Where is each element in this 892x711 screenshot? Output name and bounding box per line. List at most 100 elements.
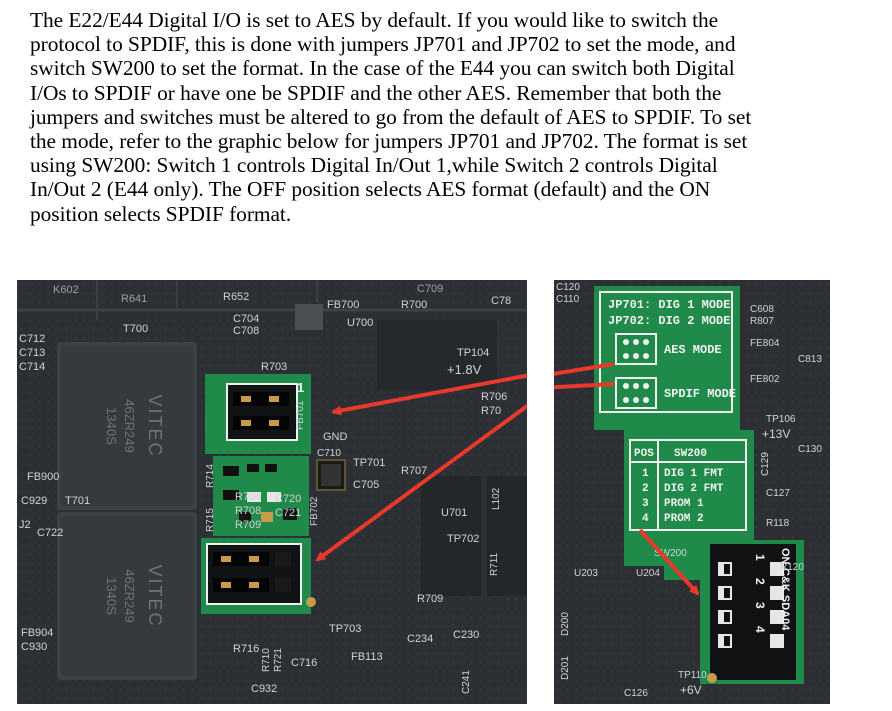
sw200-header-title: SW200: [674, 448, 707, 460]
ref-c709: C709: [417, 283, 443, 295]
jumper-jp701-module: [205, 374, 311, 454]
svg-text:4: 4: [642, 513, 649, 525]
ref-c120: C120: [556, 282, 580, 293]
ref-r715: R715: [205, 508, 216, 532]
ref-tp701: TP701: [353, 457, 385, 469]
ref-c126: C126: [624, 688, 648, 699]
aes-mode-label: AES MODE: [664, 343, 722, 357]
dip-position-2: 2: [753, 578, 767, 585]
ref-c929: C929: [21, 495, 47, 507]
ref-c712: C712: [19, 333, 45, 345]
ref-u701: U701: [441, 507, 467, 519]
sw200-dip-switch: 1 2 3 4 ON C&K SDA04: [700, 540, 804, 684]
ref-c932: C932: [251, 683, 277, 695]
ref-tp703: TP703: [329, 623, 361, 635]
transformer-date: 1340S: [104, 577, 119, 615]
sw200-row: 1 DIG 1 FMT: [642, 468, 724, 480]
ref-fb702: FB702: [309, 496, 320, 526]
ref-r641: R641: [121, 293, 147, 305]
ref-fb701: FB701: [295, 400, 306, 430]
transformer-brand: VITEC: [145, 564, 165, 627]
paragraph-line: jumpers and switches must be altered to …: [30, 104, 752, 129]
ref-c713: C713: [19, 347, 45, 359]
ref-r700: R700: [401, 299, 427, 311]
ref-k602: K602: [53, 284, 79, 296]
transformer-part: 46ZR249: [122, 399, 137, 452]
ref-u203: U203: [574, 568, 598, 579]
ref-c710: C710: [317, 448, 341, 459]
ref-fb904: FB904: [21, 627, 53, 639]
sw200-row: 4 PROM 2: [642, 513, 704, 525]
paragraph-line: using SW200: Switch 1 controls Digital I…: [30, 153, 718, 178]
svg-text:PROM 1: PROM 1: [664, 498, 704, 510]
jp701-legend: JP701: DIG 1 MODE: [608, 298, 730, 312]
ref-l102: L102: [491, 487, 502, 510]
spdif-jumper-diagram: [615, 377, 657, 409]
transformer-date: 1340S: [104, 407, 119, 445]
arrow-to-sw200: [638, 528, 700, 596]
ref-r710: R710: [261, 648, 272, 672]
ref-u204: U204: [636, 568, 660, 579]
ref-voltage-6: +6V: [680, 683, 702, 697]
ref-d200: D200: [560, 612, 571, 636]
ref-c716: C716: [291, 657, 317, 669]
ref-c78: C78: [491, 295, 511, 307]
ref-r721: R721: [273, 648, 284, 672]
ref-t701: T701: [65, 495, 90, 507]
svg-text:2: 2: [642, 483, 649, 495]
intro-paragraph: The E22/E44 Digital I/O is set to AES by…: [30, 8, 880, 226]
ref-d201: D201: [560, 656, 571, 680]
ref-c127: C127: [766, 488, 790, 499]
arrow-start-aes: [554, 362, 615, 376]
ref-fe802: FE802: [750, 374, 780, 385]
ref-c708: C708: [233, 325, 259, 337]
svg-text:PROM 2: PROM 2: [664, 513, 704, 525]
dip-position-3: 3: [753, 602, 767, 609]
ref-fe804: FE804: [750, 338, 780, 349]
svg-text:1: 1: [642, 468, 649, 480]
ref-c110: C110: [556, 294, 580, 305]
ref-u700: U700: [347, 317, 373, 329]
ref-j2: J2: [19, 519, 31, 531]
svg-text:DIG 2 FMT: DIG 2 FMT: [664, 483, 724, 495]
ref-c608: C608: [750, 304, 774, 315]
paragraph-line: the mode, refer to the graphic below for…: [30, 129, 748, 154]
ref-fb700: FB700: [327, 299, 359, 311]
arrow-to-jp702: [315, 403, 527, 562]
ref-c234: C234: [407, 633, 433, 645]
ref-c704: C704: [233, 313, 259, 325]
svg-text:DIG 1 FMT: DIG 1 FMT: [664, 468, 724, 480]
ref-c705: C705: [353, 479, 379, 491]
resistor-cluster: [213, 456, 346, 536]
ref-r70: R70: [481, 405, 501, 417]
svg-text:3: 3: [642, 498, 649, 510]
pin1-marker: 1: [297, 380, 304, 395]
ref-r711: R711: [489, 552, 500, 576]
ref-tp106: TP106: [766, 414, 796, 425]
dip-position-1: 1: [753, 554, 767, 561]
ref-r120: R120: [780, 562, 804, 573]
paragraph-line: switch SW200 to set the format. In the c…: [30, 56, 735, 81]
ref-r807: R807: [750, 316, 774, 327]
ref-tp104: TP104: [457, 347, 489, 359]
dip-maker-label: C&K SDA04: [779, 568, 791, 631]
ref-r118: R118: [766, 518, 790, 529]
ref-c129: C129: [760, 452, 771, 476]
ref-c241: C241: [461, 670, 472, 694]
ref-c722: C722: [37, 527, 63, 539]
ref-r703: R703: [261, 361, 287, 373]
ref-c714: C714: [19, 361, 45, 373]
ref-sw200: SW200: [654, 548, 687, 559]
ref-r709: R709: [417, 593, 443, 605]
jumper-board-illustration: VITEC 46ZR249 1340S VITEC 46ZR249 1340S: [17, 280, 527, 704]
dip-on-label: ON: [779, 548, 791, 565]
jumper-board-photo: VITEC 46ZR249 1340S VITEC 46ZR249 1340S: [17, 280, 527, 704]
ref-c720: C720: [275, 493, 301, 505]
ref-r716: R716: [233, 643, 259, 655]
legend-panel: [594, 286, 754, 580]
ref-r706: R706: [481, 391, 507, 403]
transformer-t700: VITEC 46ZR249 1340S: [57, 342, 197, 510]
switch-board-photo: JP701: DIG 1 MODE JP702: DIG 2 MODE AES …: [554, 280, 830, 704]
paragraph-line: In/Out 2 (E44 only). The OFF position se…: [30, 177, 711, 202]
ref-voltage-18: +1.8V: [447, 362, 482, 377]
